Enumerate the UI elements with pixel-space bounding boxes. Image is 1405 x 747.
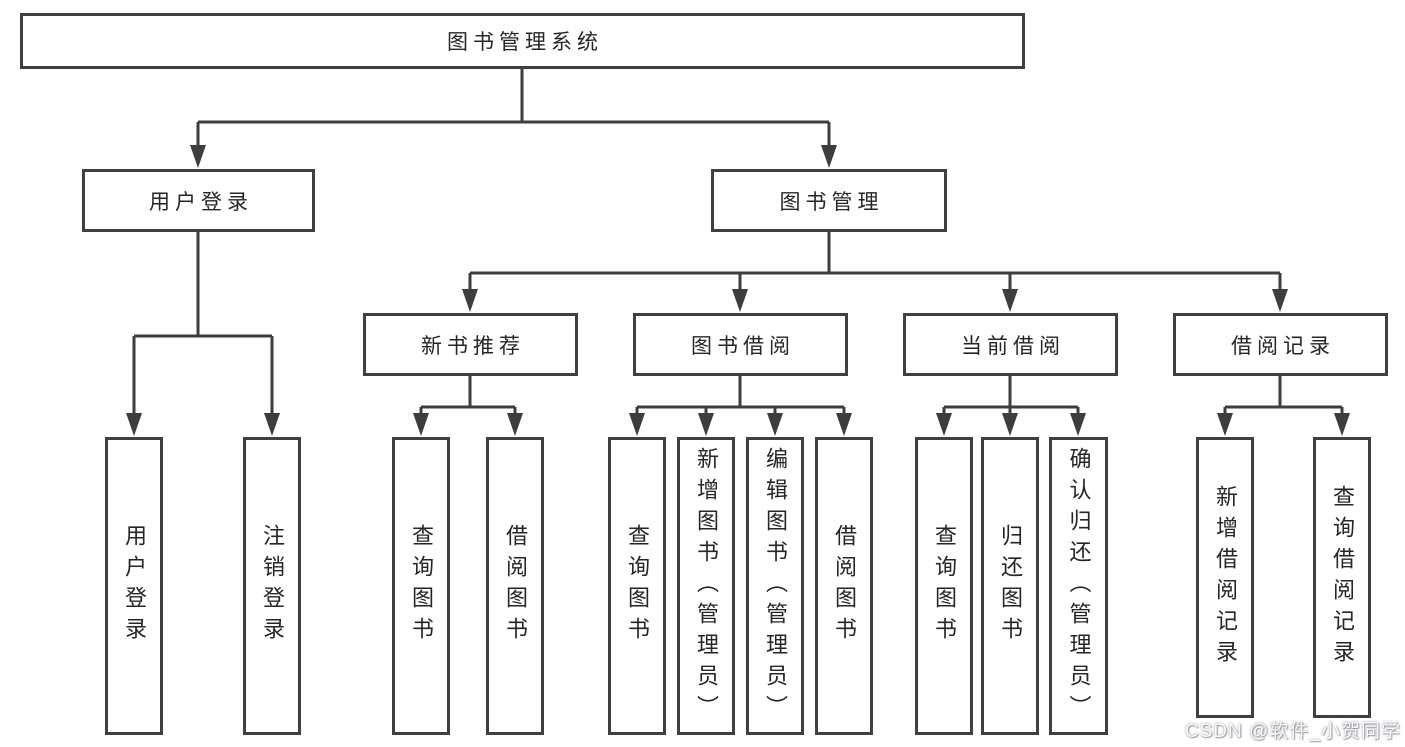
leaf-add-books-admin: 新增图书（管理员） <box>677 437 735 735</box>
node-book-management: 图书管理 <box>711 169 947 232</box>
leaf-add-borrow-record: 新增借阅记录 <box>1196 437 1254 718</box>
node-new-book-recommend: 新书推荐 <box>363 313 578 376</box>
arrowhead-group <box>126 145 1350 436</box>
node-book-borrow: 图书借阅 <box>633 313 848 376</box>
leaf-logout: 注销登录 <box>243 437 301 735</box>
leaf-query-books-current: 查询图书 <box>915 437 973 735</box>
leaf-query-books-borrow: 查询图书 <box>608 437 666 735</box>
node-user-login: 用户登录 <box>82 169 315 232</box>
leaf-edit-books-admin: 编辑图书（管理员） <box>746 437 804 735</box>
leaf-borrow-books: 借阅图书 <box>815 437 873 735</box>
leaf-user-login: 用户登录 <box>105 437 163 735</box>
leaf-query-books-recommend: 查询图书 <box>392 437 450 735</box>
csdn-watermark: CSDN @软件_小贺同学 <box>1185 721 1401 742</box>
leaf-confirm-return-admin: 确认归还（管理员） <box>1049 437 1108 735</box>
leaf-borrow-books-recommend: 借阅图书 <box>486 437 544 735</box>
node-borrow-records: 借阅记录 <box>1173 313 1388 376</box>
leaf-query-borrow-record: 查询借阅记录 <box>1313 437 1371 718</box>
node-current-borrow: 当前借阅 <box>903 313 1118 376</box>
leaf-return-books: 归还图书 <box>981 437 1039 735</box>
node-root: 图书管理系统 <box>20 13 1025 69</box>
